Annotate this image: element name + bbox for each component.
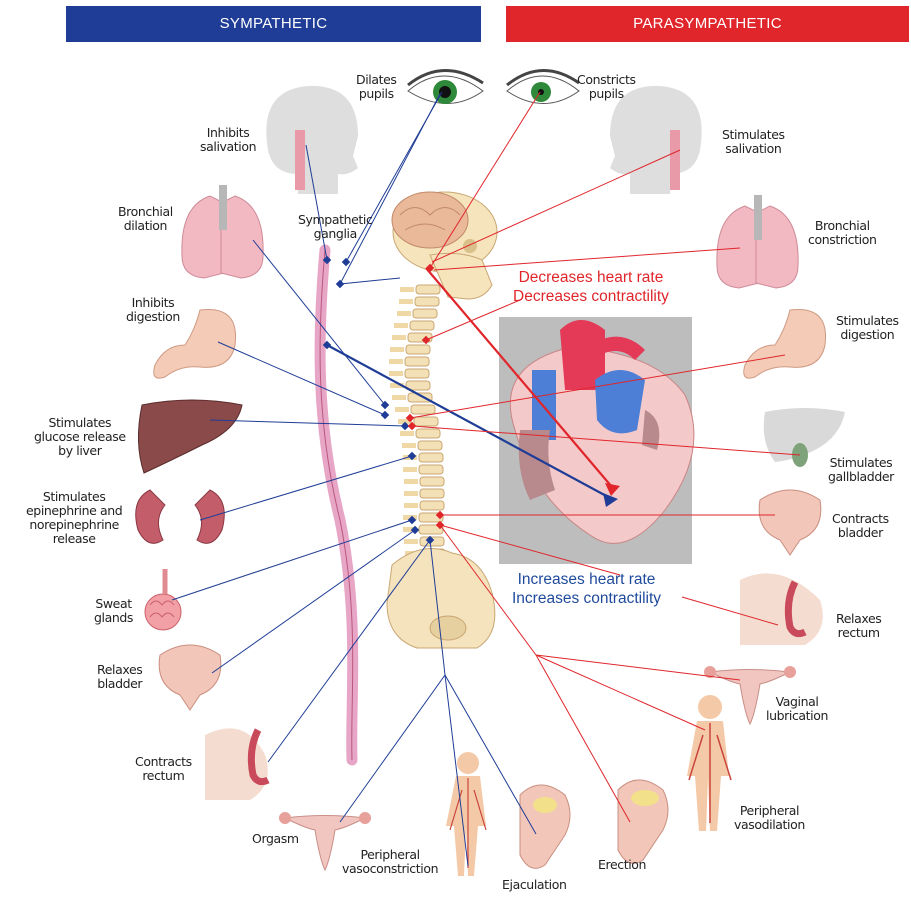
vertebra-process [404, 491, 418, 496]
vertebra [410, 321, 434, 330]
label-ejaculation: Ejaculation [502, 878, 567, 892]
body-vasodilation [687, 695, 731, 831]
vertebra [420, 477, 444, 486]
vertebra-process [404, 503, 418, 508]
head-right [610, 86, 702, 194]
nerve-junction-marker [336, 280, 344, 288]
bladder-right [759, 490, 821, 555]
label-contracts-bladder: Contractsbladder [832, 512, 889, 540]
nerve-junction-marker [342, 258, 350, 266]
male-organ-ejaculation [520, 785, 570, 868]
label-erection: Erection [598, 858, 646, 872]
salivary-left [295, 130, 305, 190]
vertebra-process [402, 443, 416, 448]
vertebra [416, 285, 440, 294]
kidney-left-1 [136, 490, 165, 543]
vertebra-process [390, 347, 404, 352]
vertebra-process [404, 479, 418, 484]
liver [138, 400, 242, 473]
rectum-left-region [205, 728, 268, 800]
vertebra-process [399, 299, 413, 304]
vertebra-process [389, 371, 403, 376]
vertebra [419, 465, 443, 474]
vertebra [418, 441, 442, 450]
vertebra-process [400, 287, 414, 292]
sympathetic-eye [408, 70, 483, 104]
vertebra-process [394, 323, 408, 328]
vertebra [414, 417, 438, 426]
bladder-left [159, 645, 221, 710]
vertebra-process [404, 539, 418, 544]
vertebra-process [392, 395, 406, 400]
vertebra [415, 297, 439, 306]
parasympathetic-eye [507, 70, 579, 103]
vertebra [419, 453, 443, 462]
label-inhibits-digestion: Inhibitsdigestion [126, 296, 180, 324]
vertebra-process [397, 311, 411, 316]
vertebra [420, 501, 444, 510]
vertebra [405, 357, 429, 366]
pelvis [387, 549, 495, 648]
stomach-right [744, 309, 826, 378]
vertebra-process [403, 467, 417, 472]
vertebra-process [395, 407, 409, 412]
vertebra-process [392, 335, 406, 340]
vertebra-process [389, 359, 403, 364]
salivary-right [670, 130, 680, 190]
male-organ-erection [618, 780, 668, 863]
body-vasoconstriction [446, 752, 486, 876]
label-bronchial-dilation: Bronchialdilation [118, 205, 173, 233]
sweat-glands [145, 569, 181, 630]
vertebra [411, 405, 435, 414]
vertebra [405, 369, 429, 378]
vertebra [413, 309, 437, 318]
lungs-left [182, 185, 263, 278]
vertebra [420, 489, 444, 498]
rectum-right-region [740, 573, 823, 645]
vertebra [416, 429, 440, 438]
vertebra-process [400, 431, 414, 436]
lungs-right [717, 195, 798, 288]
label-orgasm: Orgasm [252, 832, 299, 846]
nerve-junction-marker [381, 411, 389, 419]
vertebra [406, 345, 430, 354]
